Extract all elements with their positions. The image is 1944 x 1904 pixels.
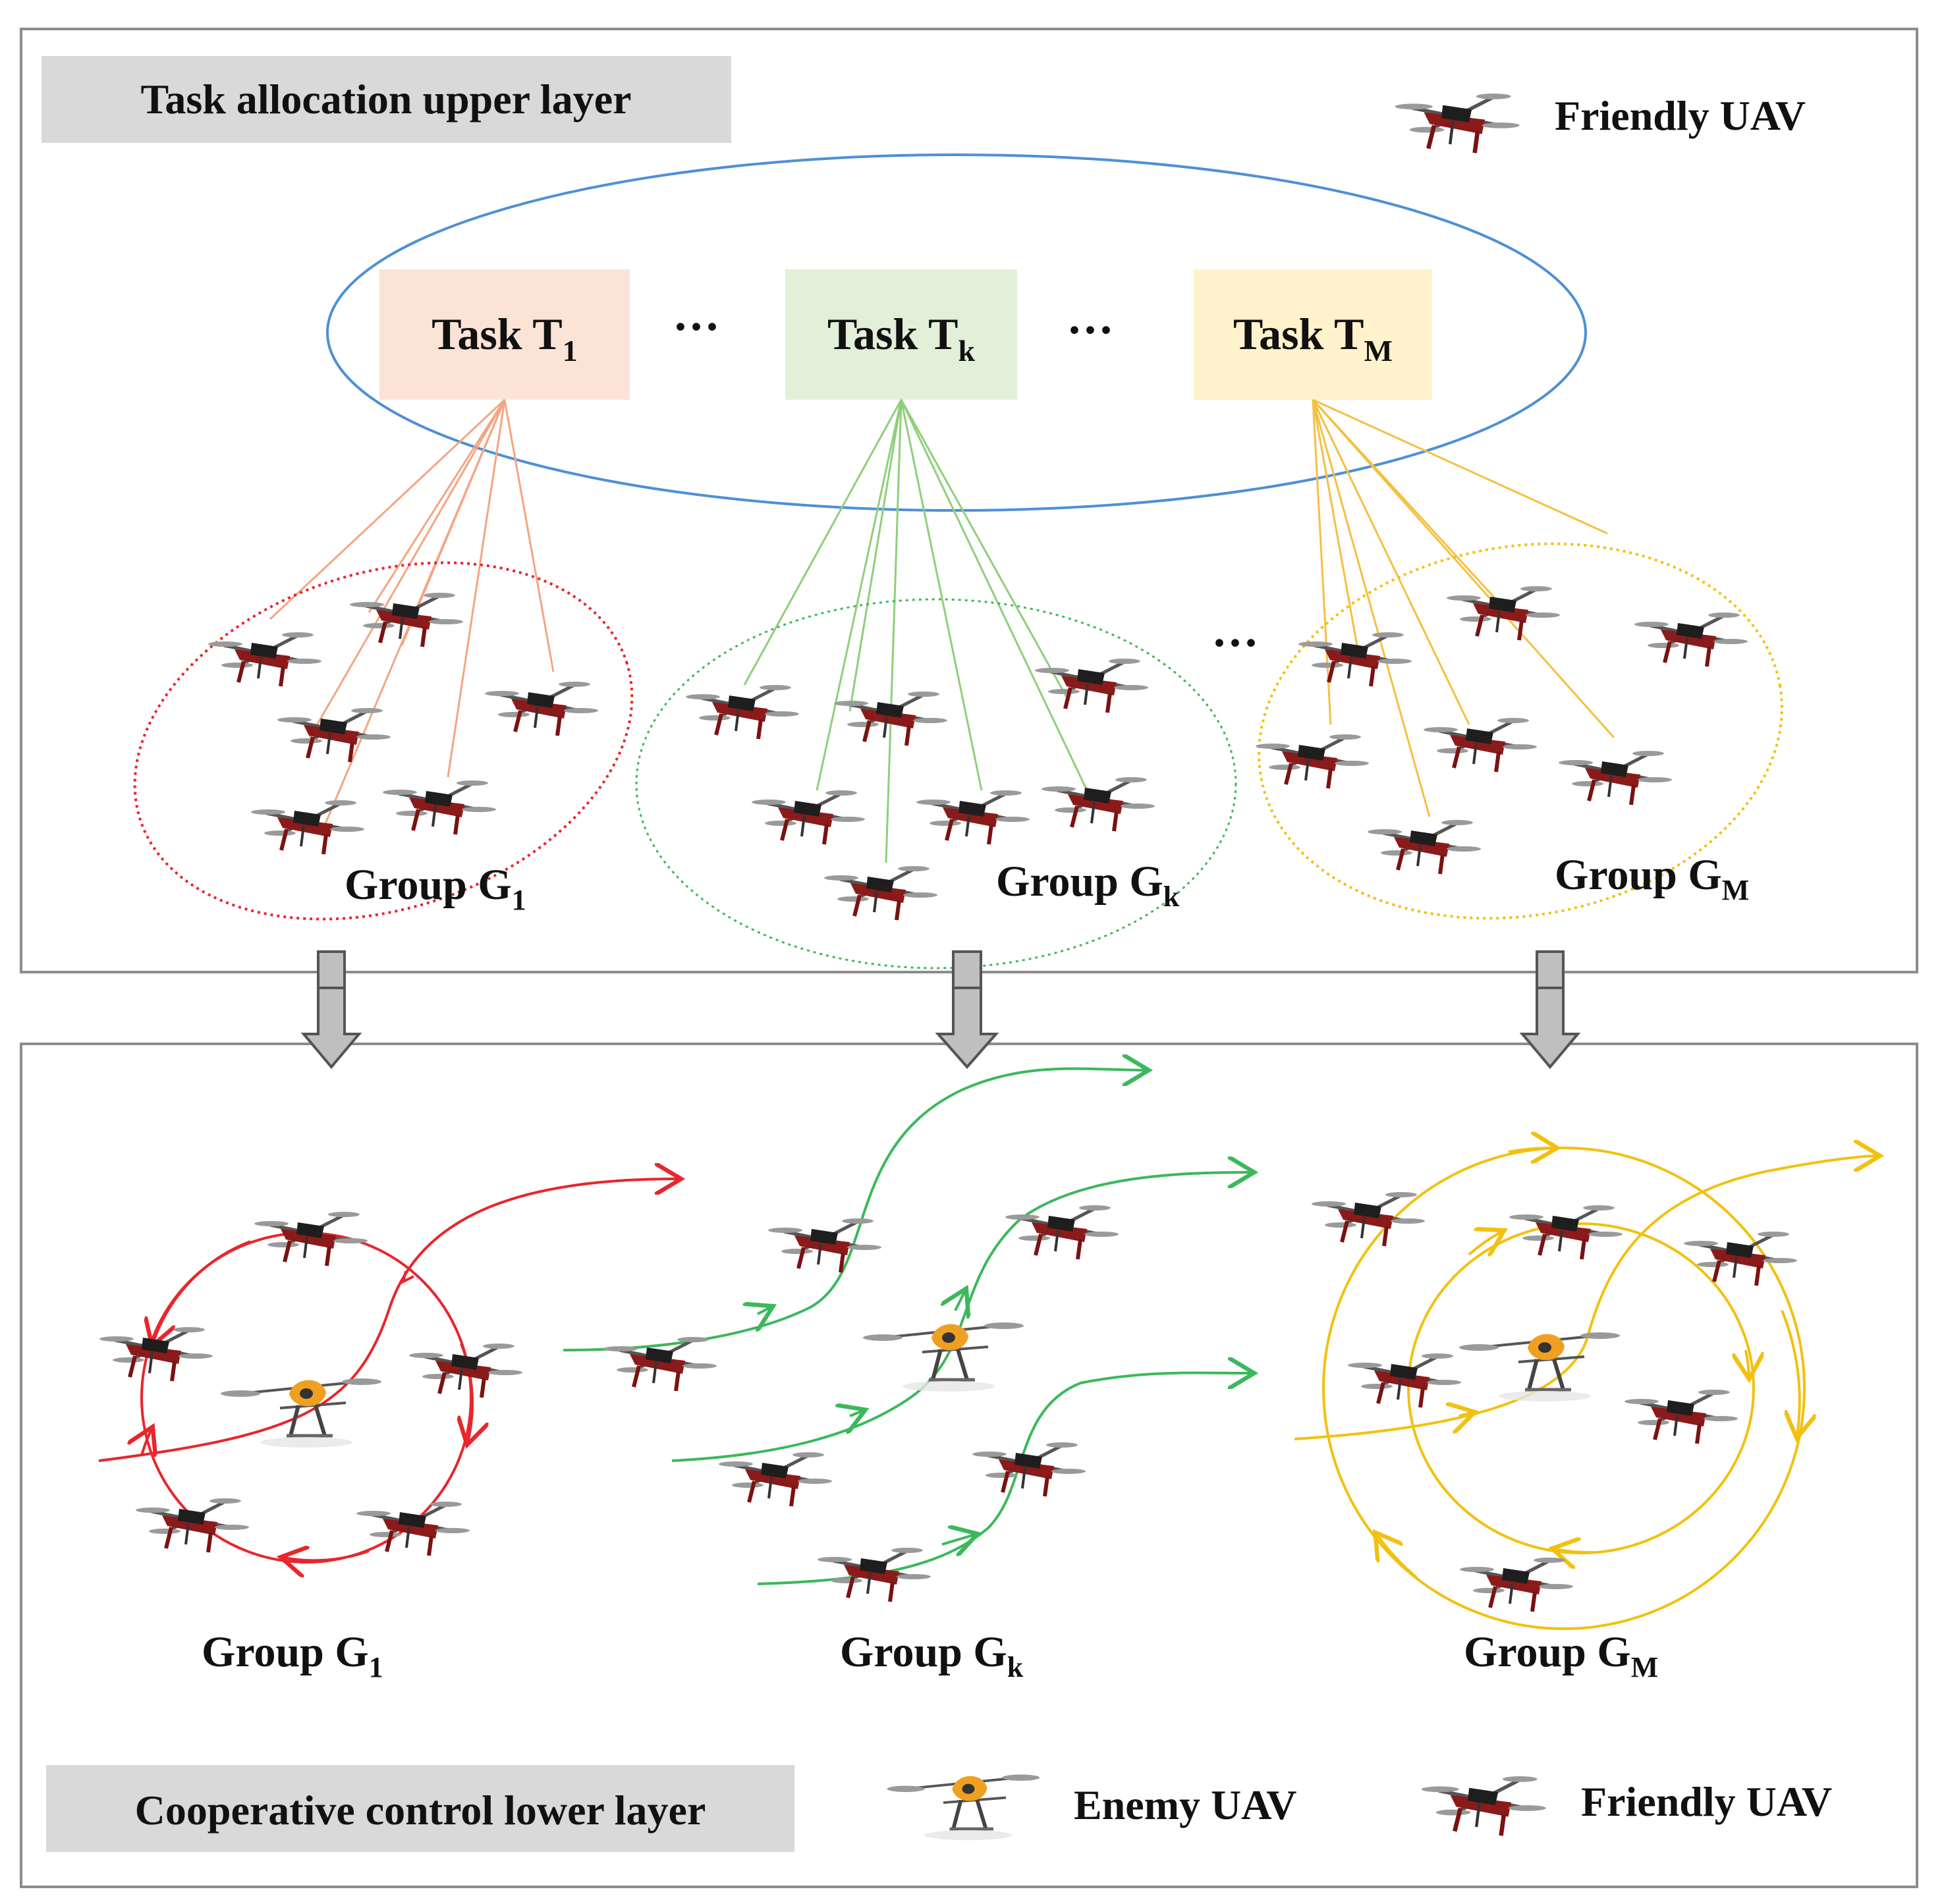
lower-layer-title-box [46, 1765, 794, 1852]
lower-gm-trajectories [1294, 1148, 1877, 1630]
svg-text:Task Tk: Task Tk [827, 309, 976, 367]
friendly-uav-icon [1625, 1390, 1738, 1444]
lower-gk-trajectories [563, 1069, 1252, 1585]
assignment-lines-t1 [269, 398, 555, 830]
enemy-uav-icon [221, 1378, 381, 1448]
friendly-uav-icon [1422, 1776, 1546, 1836]
friendly-uav-icon [719, 1452, 832, 1506]
task-tk-label: Task T [827, 309, 958, 359]
lower-g1-trajectories [98, 1179, 679, 1562]
friendly-uav-icon [254, 1212, 368, 1266]
friendly-uav-icon [1460, 1558, 1573, 1612]
task-box-t1: Task T1 [379, 269, 630, 400]
task-tm-label: Task T [1233, 309, 1364, 359]
upper-group-g1-ellipse [133, 561, 634, 921]
friendly-uav-icon [1005, 1205, 1119, 1259]
upper-layer-title-box [42, 56, 731, 143]
svg-text:Task T1: Task T1 [431, 309, 578, 367]
lower-layer-frame [20, 1043, 1918, 1888]
upper-group-gm-label: Group GM [1555, 851, 1749, 906]
enemy-uav-icon [887, 1774, 1040, 1840]
assignment-lines-tm [1312, 398, 1615, 817]
friendly-uav-icon [1684, 1232, 1797, 1286]
enemy-uav-icon [1459, 1332, 1620, 1401]
lower-group-g1-label: Group G1 [202, 1628, 383, 1683]
friendly-uav-icon [1348, 1353, 1461, 1407]
enemy-uav-icon [863, 1322, 1024, 1392]
upper-layer-title: Task allocation upper layer [141, 76, 632, 122]
upper-group-gm-ellipse [1258, 542, 1783, 920]
lower-group-gm-label: Group GM [1464, 1628, 1658, 1683]
task-ellipsis-1: ··· [673, 300, 720, 353]
task-tm-subscript: M [1364, 334, 1393, 367]
task-tk-subscript: k [958, 334, 975, 367]
assignment-lines-tk [743, 399, 1088, 863]
task-set-ellipse [326, 153, 1587, 512]
lower-legend-enemy-label: Enemy UAV [1074, 1782, 1296, 1828]
upper-group-gk-label: Group Gk [996, 857, 1180, 913]
upper-group-g1-label: Group G1 [345, 861, 526, 916]
task-t1-subscript: 1 [563, 334, 578, 367]
lower-g1-drones [99, 1212, 522, 1556]
upper-group-gk-ellipse [635, 598, 1237, 969]
lower-layer-title: Cooperative control lower layer [135, 1787, 706, 1834]
svg-text:Task TM: Task TM [1233, 309, 1393, 367]
friendly-uav-icon [768, 1218, 881, 1272]
friendly-uav-icon [818, 1548, 931, 1602]
friendly-uav-icon [972, 1442, 1086, 1496]
friendly-uav-icon [1312, 1192, 1425, 1246]
task-ellipsis-2: ··· [1067, 304, 1114, 356]
lower-gk-drones [603, 1205, 1119, 1602]
task-box-tm: Task TM [1194, 269, 1432, 400]
group-ellipsis: ··· [1211, 616, 1259, 669]
lower-legend-friendly-label: Friendly UAV [1581, 1778, 1832, 1825]
task-box-tk: Task Tk [785, 269, 1017, 400]
lower-group-gk-label: Group Gk [840, 1628, 1024, 1683]
task-t1-label: Task T [431, 309, 563, 359]
upper-legend-friendly-label: Friendly UAV [1555, 92, 1806, 139]
